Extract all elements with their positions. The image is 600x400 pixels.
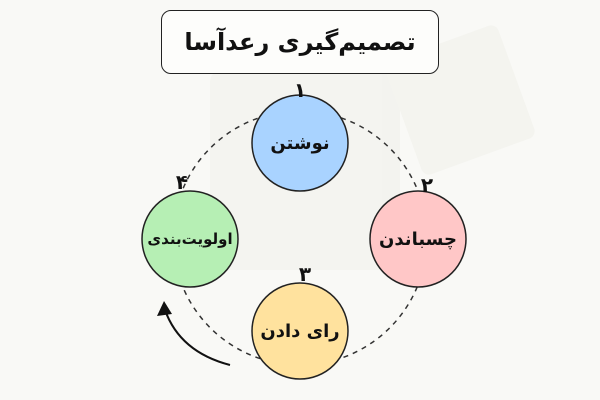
step-number-4: ۴ <box>175 170 189 194</box>
cycle-arrow <box>157 301 231 366</box>
node-circle-prioritizing <box>141 190 239 288</box>
node-circle-sticking <box>369 190 467 288</box>
step-label-voting: رای دادن <box>260 320 340 342</box>
node-circle-writing <box>251 94 349 192</box>
step-number-2: ۲ <box>420 173 434 197</box>
node-circle-voting <box>251 282 349 380</box>
step-label-sticking: چسباندن <box>379 228 457 250</box>
step-label-writing: نوشتن <box>270 132 330 154</box>
step-label-prioritizing: اولویت‌بندی <box>147 230 233 248</box>
step-number-1: ۱ <box>293 78 307 102</box>
diagram-title: تصمیم‌گیری رعدآسا <box>161 10 439 74</box>
step-number-3: ۳ <box>298 262 312 286</box>
